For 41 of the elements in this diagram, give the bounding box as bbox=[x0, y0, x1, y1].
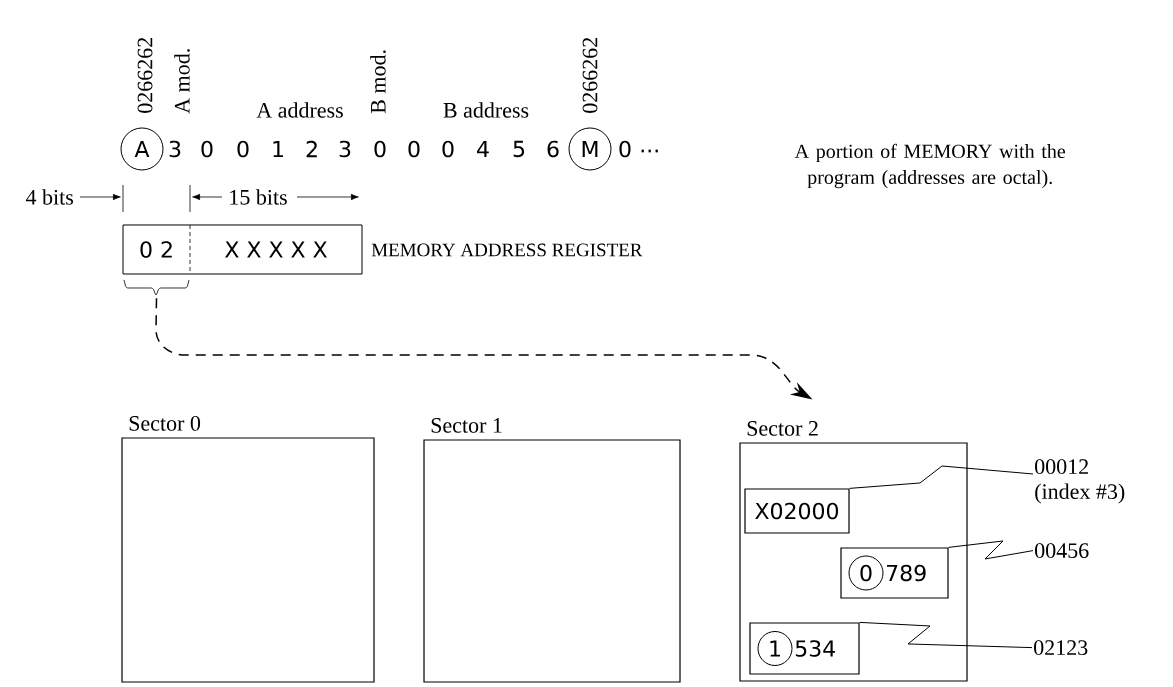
memory-digit: 0 bbox=[374, 140, 386, 158]
register-cell: X X X X X bbox=[189, 224, 363, 275]
address-label: 00456 bbox=[1035, 543, 1089, 559]
annotation-text: B address bbox=[443, 102, 529, 118]
circled-digit: 1 bbox=[757, 631, 793, 666]
memory-word-box: X02000 bbox=[744, 488, 850, 534]
annotation-text: B mod. bbox=[370, 50, 386, 114]
memory-digit: 2 bbox=[306, 140, 317, 158]
sector-label: Sector 2 bbox=[747, 421, 818, 436]
memory-digit: ... bbox=[641, 149, 658, 153]
memory-digit: 0 bbox=[201, 140, 213, 158]
memory-digit: 6 bbox=[547, 140, 559, 158]
register-cell: 0 2 bbox=[122, 224, 191, 275]
annotation-text: 4 bits bbox=[25, 189, 73, 205]
circled-digit: 0 bbox=[848, 555, 884, 591]
annotation-text: 15 bits bbox=[230, 189, 287, 205]
address-label: 02123 bbox=[1034, 640, 1088, 656]
memory-digit: 1 bbox=[273, 140, 283, 157]
leader-line bbox=[948, 540, 1034, 560]
circled-letter: M bbox=[568, 127, 612, 171]
memory-digit: 3 bbox=[169, 140, 181, 158]
leader-line bbox=[859, 621, 1033, 649]
memory-digit: 0 bbox=[237, 140, 249, 158]
annotation-text: A address bbox=[256, 102, 343, 118]
memory-digit: 0 bbox=[442, 140, 454, 158]
description-text: A portion of MEMORY with the program (addresses are octal). bbox=[794, 143, 1066, 189]
memory-digit: 0 bbox=[619, 140, 631, 158]
word-digits: 534 bbox=[795, 640, 835, 657]
annotation-text: 0266262 bbox=[137, 38, 153, 113]
memory-digit: 4 bbox=[477, 140, 489, 157]
sector-label: Sector 0 bbox=[129, 415, 201, 431]
circled-letter: A bbox=[120, 127, 164, 171]
word-digits: 789 bbox=[887, 564, 926, 582]
memory-digit: 5 bbox=[513, 140, 525, 158]
memory-digit: 3 bbox=[339, 140, 351, 158]
annotation-text: A mod. bbox=[174, 49, 190, 114]
leader-line bbox=[849, 465, 1034, 489]
annotation-text: 0266262 bbox=[582, 38, 598, 113]
sector-label: Sector 1 bbox=[431, 418, 502, 433]
memory-digit: 0 bbox=[408, 140, 420, 158]
address-label: 00012 (index #3) bbox=[1035, 459, 1125, 504]
